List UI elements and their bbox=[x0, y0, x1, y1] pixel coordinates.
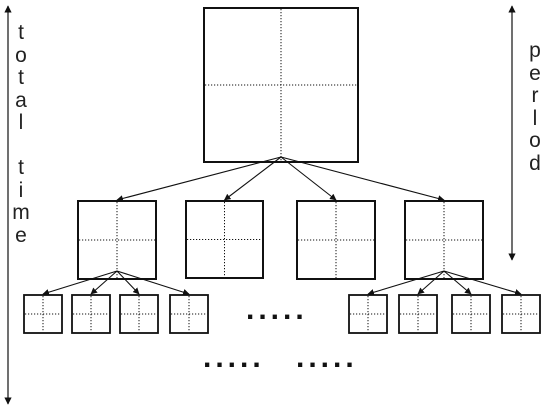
arrow-level2-to-level3 bbox=[42, 270, 118, 296]
arrow-level2-to-level3 bbox=[443, 270, 472, 295]
level-3-ellipsis: ..... bbox=[246, 293, 308, 326]
level3-block bbox=[398, 294, 438, 334]
block-outline bbox=[77, 200, 157, 280]
arrow-root-to-level2 bbox=[116, 156, 282, 202]
root-block bbox=[203, 7, 359, 163]
bottom-ellipsis-left: ..... bbox=[203, 341, 265, 374]
arrow-root-to-level2 bbox=[280, 156, 445, 202]
level3-block bbox=[23, 294, 63, 334]
level3-block bbox=[169, 294, 209, 334]
arrow-level2-to-level3 bbox=[116, 270, 190, 296]
level3-block bbox=[501, 294, 541, 334]
bottom-ellipsis-right: ..... bbox=[296, 341, 358, 374]
total-time-label: t o t a l t i m e bbox=[12, 21, 30, 247]
level3-block bbox=[348, 294, 388, 334]
level3-block bbox=[119, 294, 159, 334]
level3-block bbox=[451, 294, 491, 334]
level2-block bbox=[185, 200, 264, 279]
arrow-level2-to-level3 bbox=[417, 270, 445, 295]
arrow-level2-to-level3 bbox=[367, 270, 445, 296]
arrow-level2-to-level3 bbox=[443, 270, 522, 296]
level2-block bbox=[296, 200, 376, 280]
arrow-root-to-level2 bbox=[223, 156, 282, 201]
block-outline bbox=[296, 200, 376, 280]
level3-block bbox=[71, 294, 111, 334]
level2-block bbox=[77, 200, 157, 280]
block-outline bbox=[185, 200, 264, 279]
level2-block bbox=[404, 200, 484, 280]
arrow-level2-to-level3 bbox=[116, 270, 140, 295]
block-outline bbox=[404, 200, 484, 280]
period-label: p e r l o d bbox=[529, 39, 541, 175]
arrow-level2-to-level3 bbox=[90, 270, 118, 295]
arrow-root-to-level2 bbox=[280, 156, 337, 201]
